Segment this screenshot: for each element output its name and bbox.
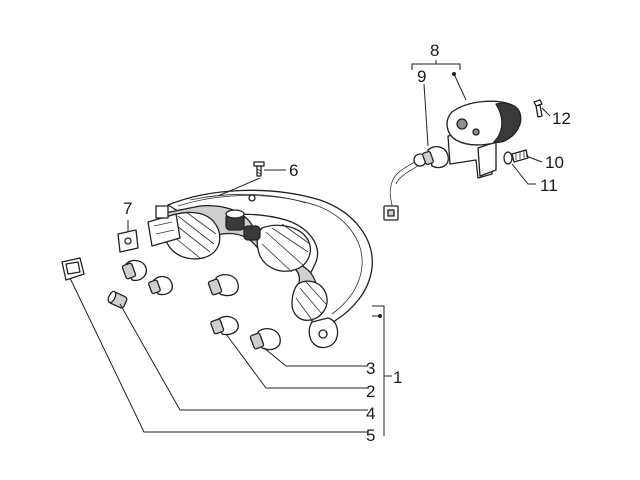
bulb-4-cylinder — [107, 290, 128, 309]
label-2: 2 — [366, 382, 375, 401]
bulb-3 — [249, 327, 281, 351]
bulb-c — [207, 273, 239, 297]
label-7: 7 — [123, 199, 132, 218]
label-8: 8 — [430, 41, 439, 60]
label-4: 4 — [366, 404, 375, 423]
bulb-set — [107, 259, 281, 351]
part-5-clip — [61, 257, 85, 281]
tail-light-assembly — [147, 189, 373, 349]
license-plate-light — [383, 99, 543, 221]
label-6: 6 — [289, 161, 298, 180]
bulb-a — [121, 259, 147, 282]
leader-lines — [69, 60, 551, 436]
label-1: 1 — [393, 368, 402, 387]
label-5: 5 — [366, 426, 375, 445]
bulb-2 — [210, 315, 239, 336]
part-6-screw — [253, 161, 265, 177]
label-11: 11 — [540, 176, 558, 195]
bulb-b — [148, 275, 173, 296]
label-10: 10 — [545, 153, 564, 172]
part-7-clip — [117, 229, 139, 253]
label-12: 12 — [552, 109, 571, 128]
label-3: 3 — [366, 359, 375, 378]
label-9: 9 — [417, 67, 426, 86]
part-numbers: 1 2 3 4 5 6 7 8 9 10 11 12 — [123, 41, 571, 445]
